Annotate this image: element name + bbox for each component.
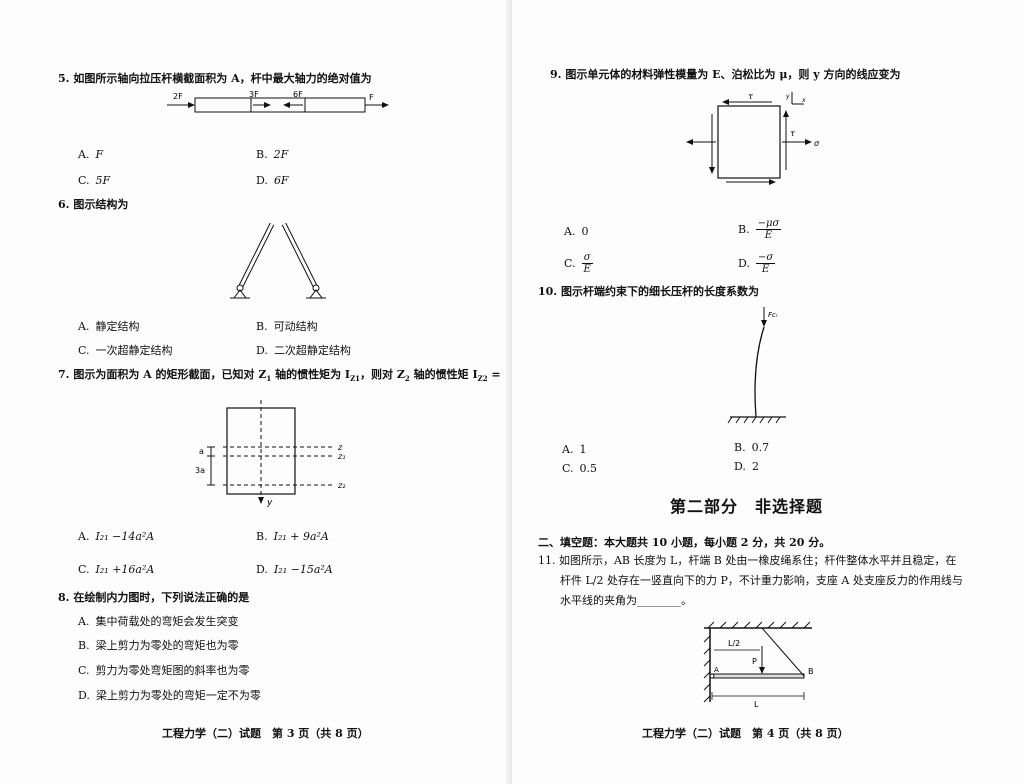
- q10-option-b: B.0.7: [734, 441, 770, 454]
- part2-header: 二、填空题：本大题共 10 小题，每小题 2 分，共 20 分。: [538, 536, 831, 549]
- q11-line-2: 杆件 L/2 处存在一竖直向下的力 P，不计重力影响，支座 A 处支座反力的作用…: [560, 574, 963, 587]
- q11-line-1: 11. 如图所示，AB 长度为 L，杆端 B 处由一橡皮绳系住；杆件整体水平并且…: [538, 554, 957, 567]
- q7-label-z2: z₂: [337, 481, 346, 490]
- q7-option-d: D.I₂₁ −15a²A: [256, 563, 333, 576]
- q9-label-y: y: [785, 93, 790, 100]
- q10-option-c: C.0.5: [562, 462, 598, 475]
- q8-option-c: C.剪力为零处弯矩图的斜率也为零: [78, 664, 250, 677]
- q5-option-d: D.6F: [256, 174, 289, 187]
- q7-label-a: a: [199, 447, 204, 456]
- q8-option-b: B.梁上剪力为零处的弯矩也为零: [78, 639, 239, 652]
- q11-label-l-half: L/2: [728, 639, 740, 648]
- q11-label-p: P: [752, 657, 757, 666]
- q6-truss-figure: [230, 222, 326, 299]
- q9-label-x: x: [801, 97, 806, 104]
- q7-label-3a: 3a: [195, 466, 205, 475]
- q5-axial-bar-figure: 2F 3F 6F F: [167, 90, 389, 113]
- q9-stem: 9. 图示单元体的材料弹性模量为 E、泊松比为 μ，则 y 方向的线应变为: [550, 68, 901, 81]
- q8-option-a: A.集中荷载处的弯矩会发生突变: [78, 615, 239, 628]
- q7-label-z: z: [337, 443, 343, 452]
- q8-option-d: D.梁上剪力为零处的弯矩一定不为零: [78, 689, 261, 702]
- q7-option-a: A.I₂₁ −14a²A: [78, 530, 155, 543]
- q11-label-b: B: [808, 667, 814, 676]
- q11-beam-figure: L/2 P A B L: [703, 621, 814, 709]
- q6-option-d: D.二次超静定结构: [256, 344, 351, 357]
- q9-label-tau-top: τ: [748, 92, 753, 101]
- right-page: 9. 图示单元体的材料弹性模量为 E、泊松比为 μ，则 y 方向的线应变为 τ …: [512, 0, 1024, 784]
- q7-option-b: B.I₂₁ + 9a²A: [256, 530, 329, 543]
- q10-column-figure: Fᴄᵣ: [727, 307, 786, 424]
- q9-label-sigma: σ: [814, 139, 820, 148]
- left-page-footer: 工程力学（二）试题 第 3 页（共 8 页）: [162, 727, 369, 740]
- q7-rectangle-section-figure: a 3a z z₁ z₂ y: [195, 400, 346, 508]
- section-title: 第二部分 非选择题: [670, 497, 824, 516]
- q7-option-c: C.I₂₁ +16a²A: [78, 563, 155, 576]
- q5-label-6f: 6F: [293, 90, 303, 99]
- q6-option-a: A.静定结构: [78, 320, 140, 333]
- q9-option-a: A.0: [564, 225, 589, 238]
- q5-option-b: B.2F: [256, 148, 289, 161]
- q10-option-a: A.1: [562, 443, 587, 456]
- q5-label-f: F: [369, 93, 374, 102]
- q11-line-3: 水平线的夹角为________。: [560, 594, 692, 607]
- q6-option-b: B.可动结构: [256, 320, 318, 333]
- q10-stem: 10. 图示杆端约束下的细长压杆的长度系数为: [538, 285, 759, 298]
- q11-label-l: L: [754, 700, 759, 709]
- q10-option-d: D.2: [734, 460, 759, 473]
- left-page: 5. 如图所示轴向拉压杆横截面积为 A，杆中最大轴力的绝对值为 2F 3F 6F…: [58, 72, 501, 740]
- q7-stem: 7. 图示为面积为 A 的矩形截面，已知对 Z1 轴的惯性矩为 IZ1，则对 Z…: [58, 368, 501, 384]
- q8-stem: 8. 在绘制内力图时，下列说法正确的是: [58, 591, 250, 604]
- q5-option-a: A.F: [78, 148, 104, 161]
- q5-stem: 5. 如图所示轴向拉压杆横截面积为 A，杆中最大轴力的绝对值为: [58, 72, 372, 85]
- q7-label-y: y: [266, 498, 273, 508]
- q5-label-2f: 2F: [173, 92, 183, 101]
- right-page-footer: 工程力学（二）试题 第 4 页（共 8 页）: [642, 727, 849, 740]
- q6-stem: 6. 图示结构为: [58, 198, 129, 211]
- q11-label-a: A: [714, 666, 719, 674]
- q6-option-c: C.一次超静定结构: [78, 344, 173, 357]
- q5-label-3f: 3F: [249, 90, 259, 99]
- q10-label-fcr: Fᴄᵣ: [768, 311, 779, 319]
- q5-option-c: C.5F: [78, 174, 111, 187]
- q9-label-tau-right: τ: [790, 129, 795, 138]
- q7-label-z1: z₁: [337, 452, 345, 461]
- q9-element-figure: τ τ σ y x: [686, 92, 820, 185]
